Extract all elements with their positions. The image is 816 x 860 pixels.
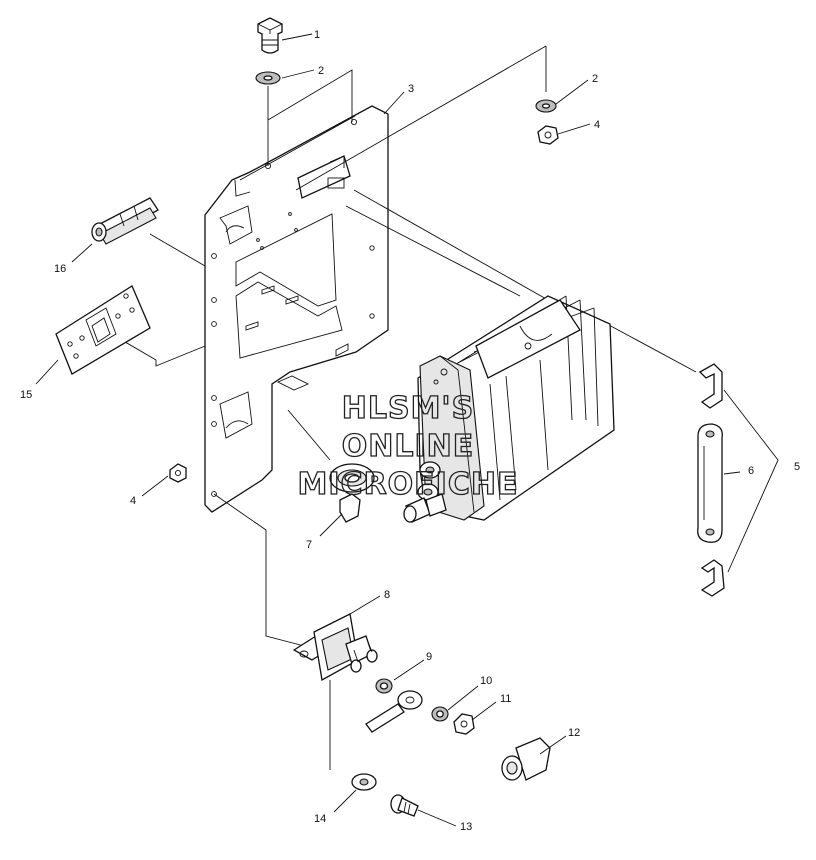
boot-part-12: [501, 737, 551, 781]
callout-labels: 1 2 2 3 4 4 5 6 7 8 9 10 11 12 13 14 15 …: [20, 29, 800, 833]
callout-14: 14: [314, 813, 326, 825]
washer-part-2-right: [535, 99, 557, 113]
hinge-part-16: [91, 197, 159, 245]
nut-part-4-left: [169, 463, 187, 483]
leader-lines: [107, 45, 697, 770]
clip-part-5-lower: [700, 559, 725, 597]
callout-leaders: [35, 33, 591, 827]
grommet-part-7: [329, 463, 375, 523]
washer-part-14: [351, 773, 377, 791]
nut-part-4-right: [537, 125, 559, 145]
nut-part-11: [453, 713, 475, 735]
callout-15: 15: [20, 389, 32, 401]
watermark-line-2: ONLINE: [342, 429, 475, 464]
callout-9: 9: [426, 651, 432, 663]
callout-11: 11: [500, 693, 511, 705]
watermark-line-3: MICROFICHE: [298, 467, 519, 502]
bolt-part-1: [257, 17, 283, 54]
leader-5: [723, 389, 779, 573]
mounting-plate: [204, 105, 389, 513]
watermark-line-1: HLSM'S: [342, 391, 474, 426]
ignition-box-assembly: [403, 295, 615, 523]
callout-7: 7: [306, 539, 312, 551]
callout-2-upper: 2: [318, 65, 324, 77]
callout-16: 16: [54, 263, 66, 275]
gasket-part-15: [55, 285, 151, 375]
screw-part-13: [390, 794, 419, 817]
leader-6: [723, 471, 741, 475]
callout-1: 1: [314, 29, 320, 41]
callout-5: 5: [794, 461, 800, 473]
callout-3: 3: [408, 83, 414, 95]
watermark: HLSM'S ONLINE MICROFICHE: [297, 390, 519, 502]
callout-8: 8: [384, 589, 390, 601]
callout-12: 12: [568, 727, 580, 739]
callout-4-left: 4: [130, 495, 136, 507]
callout-4-right: 4: [594, 119, 600, 131]
lockwasher-part-9: [375, 678, 393, 694]
washer-part-2-upper: [255, 71, 281, 85]
washer-part-10: [431, 706, 449, 722]
callout-2-right: 2: [592, 73, 598, 85]
callout-13: 13: [460, 821, 472, 833]
cable-eyelet: [365, 690, 423, 733]
strap-part-6: [697, 423, 723, 543]
callout-6: 6: [748, 465, 754, 477]
clip-part-5-upper: [698, 363, 723, 409]
solenoid-part-8: [292, 613, 378, 682]
callout-10: 10: [480, 675, 492, 687]
